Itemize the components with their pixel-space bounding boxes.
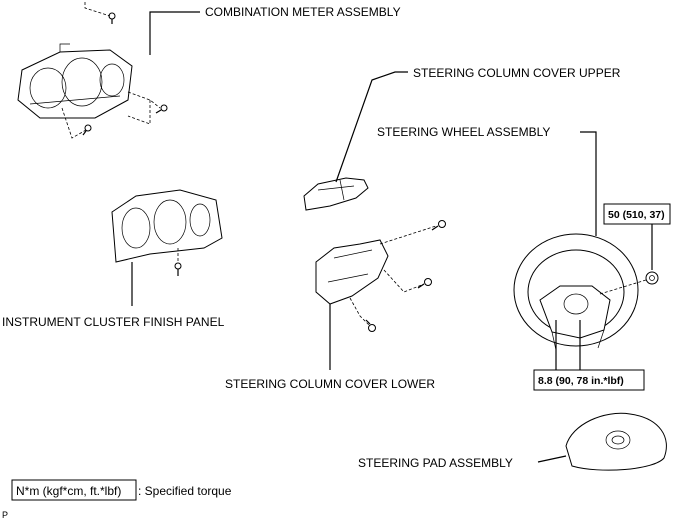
label-steering-pad: STEERING PAD ASSEMBLY: [358, 456, 513, 470]
column-cover-lower-drawing: [315, 220, 446, 370]
label-column-cover-lower: STEERING COLUMN COVER LOWER: [225, 377, 435, 391]
legend-box: [11, 479, 137, 501]
steering-wheel-drawing: [513, 131, 659, 351]
label-cluster-finish-panel: INSTRUMENT CLUSTER FINISH PANEL: [2, 315, 225, 329]
torque-bolt-callout: [533, 320, 645, 391]
torque-nut: 50 (510, 37): [608, 209, 665, 221]
label-steering-wheel: STEERING WHEEL ASSEMBLY: [377, 125, 550, 139]
column-cover-upper-drawing: [303, 71, 408, 211]
cluster-finish-panel-drawing: [111, 189, 223, 306]
corner-mark: P: [2, 510, 8, 520]
label-column-cover-upper: STEERING COLUMN COVER UPPER: [413, 66, 621, 80]
label-combination-meter: COMBINATION METER ASSEMBLY: [205, 5, 401, 19]
torque-bolt: 8.8 (90, 78 in.*lbf): [538, 375, 624, 387]
legend-unit: N*m (kgf*cm, ft.*lbf): [16, 484, 121, 498]
combination-meter-drawing: [17, 2, 200, 139]
steering-pad-drawing: [537, 412, 667, 471]
legend-text: : Specified torque: [138, 484, 232, 498]
torque-nut-callout: [603, 203, 671, 270]
